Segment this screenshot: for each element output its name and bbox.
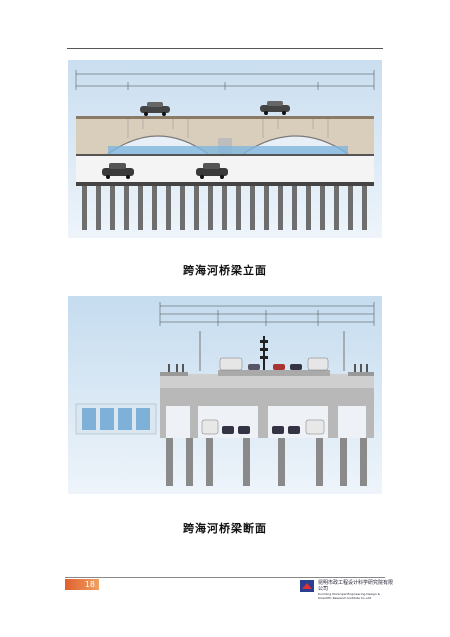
car-icon [238,426,250,434]
pile-foundation [82,186,367,230]
car-icon [290,364,302,370]
page-number: 18 [65,579,99,590]
car-icon [260,101,290,115]
company-name-en: Kunming Municipal Engineering Design & S… [318,592,380,600]
footer-rule [65,577,385,578]
pier-column [166,438,367,486]
inset-panel [136,408,150,430]
bus-icon [219,357,243,371]
car-icon [273,364,285,370]
figure1-caption: 跨海河桥梁立面 [183,264,267,277]
inset-panel [118,408,132,430]
header-rule [67,48,383,49]
car-icon [222,426,234,434]
company-logo-icon [300,580,314,592]
car-icon [248,364,260,370]
bus-icon [201,419,219,435]
inset-panel [100,408,114,430]
inset-panel [82,408,96,430]
pedestrian-icon [168,364,368,372]
bus-icon [305,419,325,435]
car-icon [288,426,300,434]
company-name-cn: 昆明市政工程设计科学研究院有限公司 [318,580,394,592]
figure2-caption: 跨海河桥梁断面 [183,522,267,535]
water [108,146,348,154]
car-icon [140,102,170,116]
car-icon [272,426,284,434]
bridge-section-figure [68,296,382,494]
bridge-elevation-figure [68,60,382,238]
traffic-sign-pole [260,336,268,370]
lower-slab [76,182,374,186]
company-name: 昆明市政工程设计科学研究院有限公司 Kunming Municipal Engi… [318,580,393,600]
bus-icon [307,357,329,371]
upper-deck [160,374,374,388]
car-icon [102,163,134,179]
car-icon [196,163,228,179]
